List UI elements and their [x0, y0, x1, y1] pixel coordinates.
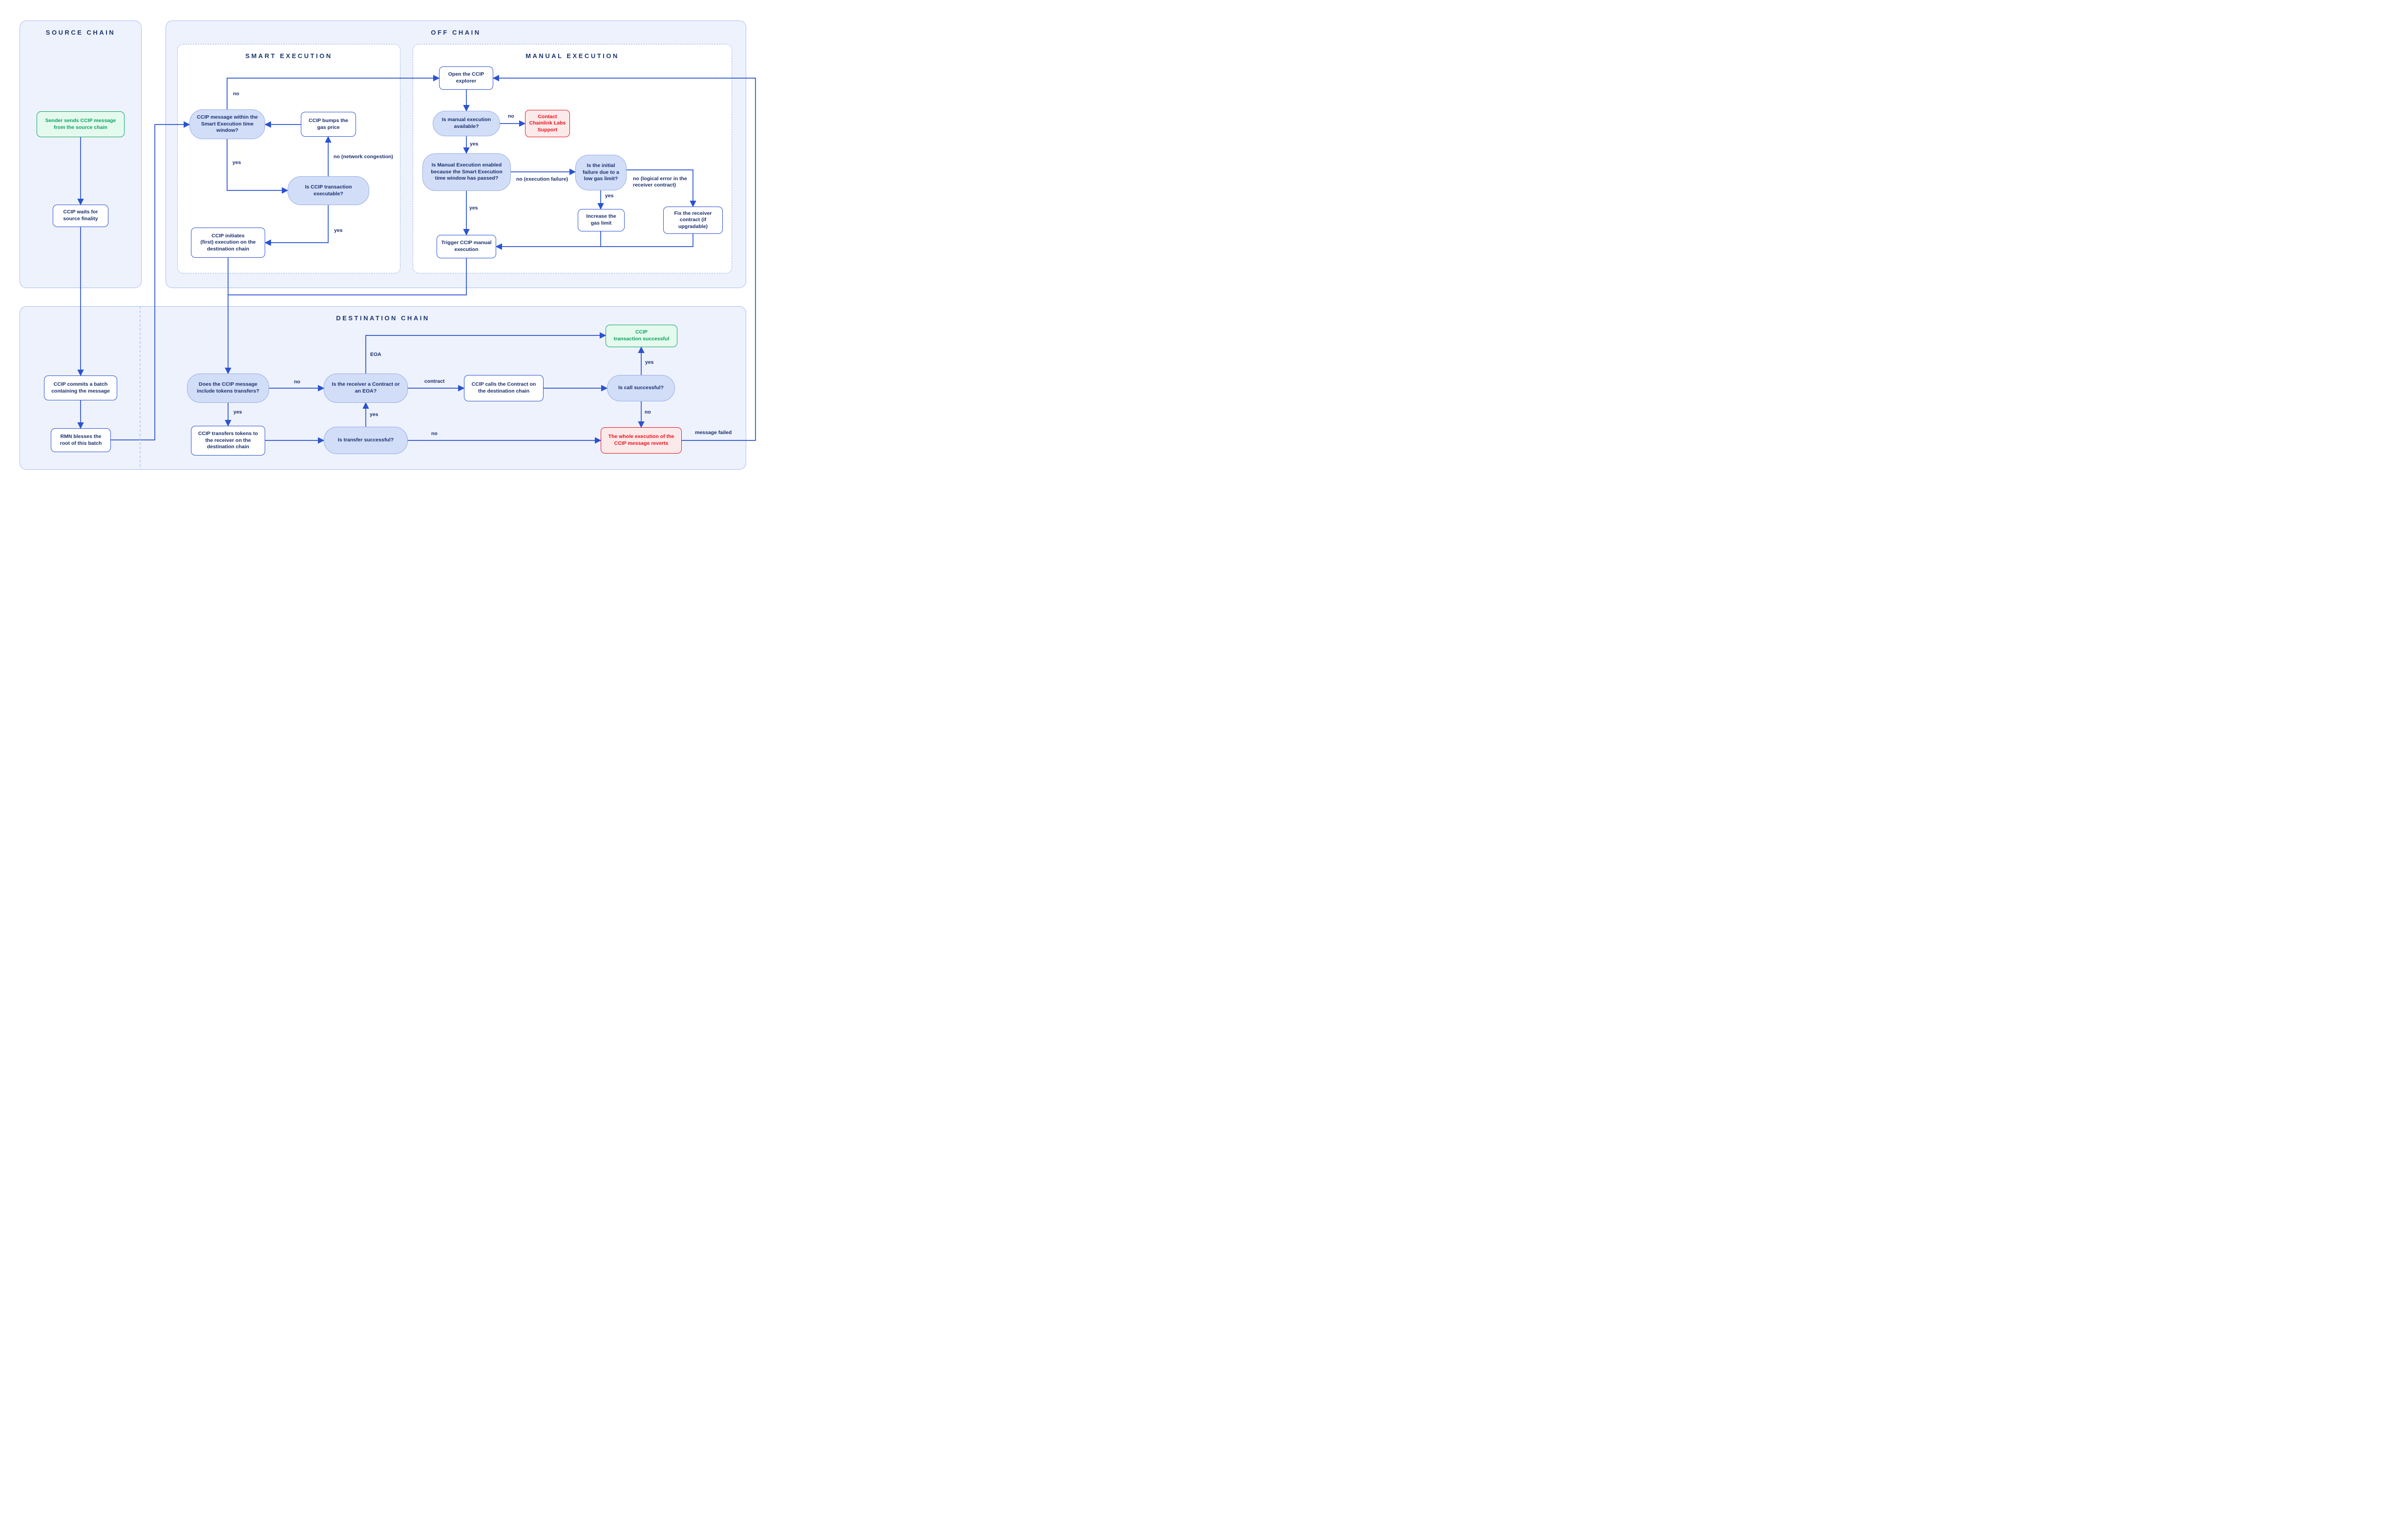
label-manual-enabled-yes: yes — [469, 205, 478, 211]
node-within-window: CCIP message within the Smart Execution … — [189, 109, 265, 139]
node-reverts: The whole execution of the CCIP message … — [601, 427, 682, 454]
off-chain-title: OFF CHAIN — [431, 29, 481, 36]
node-rmn-blesses: RMN blesses the root of this batch — [51, 428, 111, 452]
label-smart-window-yes: yes — [232, 160, 241, 166]
node-manual-available: Is manual execution available? — [433, 111, 500, 136]
label-execution-failure: no (execution failure) — [516, 176, 568, 182]
label-receiver-contract: contract — [424, 378, 445, 384]
label-call-no: no — [645, 409, 651, 415]
label-call-yes: yes — [645, 359, 654, 365]
label-network-congestion: no (network congestion) — [334, 154, 393, 160]
label-transfer-yes: yes — [370, 412, 378, 417]
node-commits-batch: CCIP commits a batch containing the mess… — [44, 375, 117, 400]
node-tx-success: CCIP transaction successful — [606, 325, 677, 347]
label-smart-window-no: no — [233, 91, 239, 97]
label-manual-available-no: no — [508, 113, 514, 119]
label-manual-available-yes: yes — [470, 141, 479, 147]
node-waits-finality: CCIP waits for source finality — [53, 205, 108, 227]
label-message-failed: message failed — [695, 430, 732, 436]
label-executable-yes: yes — [334, 228, 343, 233]
source-chain-title: SOURCE CHAIN — [45, 29, 116, 36]
node-bumps-gas: CCIP bumps the gas price — [301, 112, 356, 137]
ccip-execution-flowchart: SOURCE CHAIN OFF CHAIN SMART EXECUTION M… — [0, 0, 766, 493]
label-receiver-eoa: EOA — [370, 352, 381, 357]
node-manual-enabled: Is Manual Execution enabled because the … — [422, 153, 511, 191]
node-does-tokens: Does the CCIP message include tokens tra… — [187, 374, 269, 403]
node-initiates-execution: CCIP initiates (first) execution on the … — [191, 228, 265, 258]
node-open-explorer: Open the CCIP explorer — [439, 66, 493, 90]
node-contact-support: Contact Chainlink Labs Support — [525, 110, 570, 137]
manual-execution-title: MANUAL EXECUTION — [525, 52, 619, 60]
label-does-tokens-yes: yes — [233, 409, 242, 415]
node-calls-contract: CCIP calls the Contract on the destinati… — [464, 375, 544, 401]
node-sender: Sender sends CCIP message from the sourc… — [37, 111, 125, 137]
node-call-success: Is call successful? — [607, 375, 675, 401]
node-trigger-manual: Trigger CCIP manual execution — [437, 235, 496, 258]
smart-execution-title: SMART EXECUTION — [245, 52, 333, 60]
node-transfer-success: Is transfer successful? — [324, 427, 408, 454]
node-transfers-tokens: CCIP transfers tokens to the receiver on… — [191, 426, 265, 456]
source-chain-panel: SOURCE CHAIN — [20, 21, 142, 288]
label-logical-error: no (logical error in the receiver contra… — [633, 176, 687, 188]
destination-chain-title: DESTINATION CHAIN — [336, 314, 430, 322]
node-executable: Is CCIP transaction executable? — [288, 176, 369, 205]
node-receiver-type: Is the receiver a Contract or an EOA? — [324, 374, 408, 403]
label-transfer-no: no — [431, 431, 438, 437]
node-low-gas-limit: Is the initial failure due to a low gas … — [575, 155, 627, 190]
node-increase-gas: Increase the gas limit — [578, 209, 625, 231]
node-fix-receiver: Fix the receiver contract (if upgradable… — [663, 207, 723, 234]
label-does-tokens-no: no — [294, 379, 300, 385]
label-low-gas-yes: yes — [605, 193, 614, 199]
